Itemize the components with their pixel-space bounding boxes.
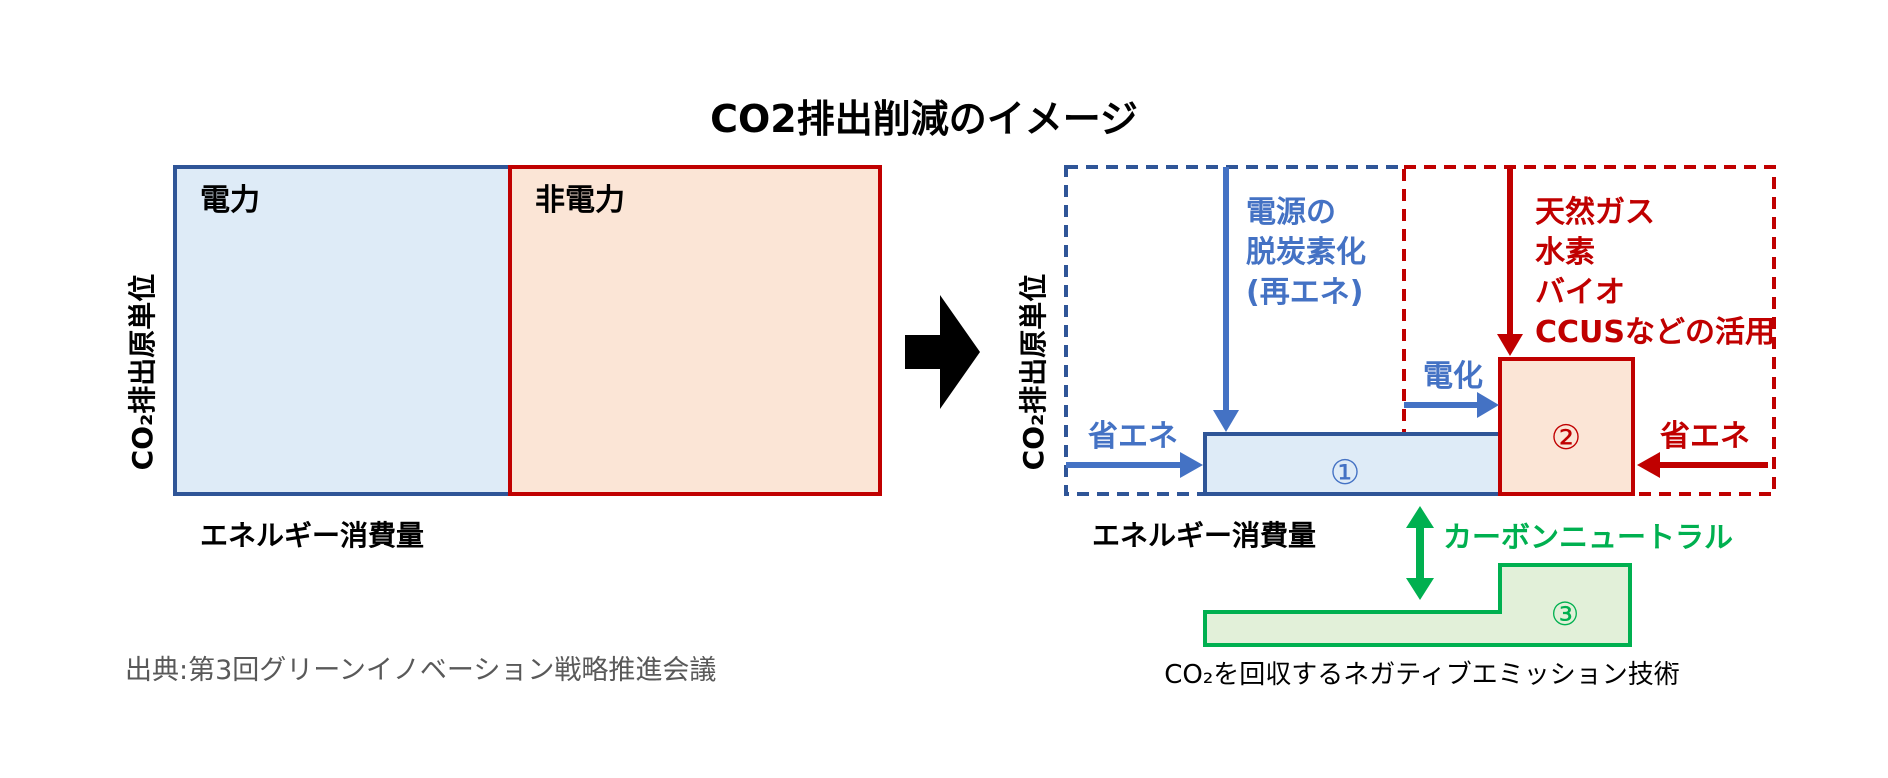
non-power-line-2: 水素 [1535,235,1595,270]
carbon-neutral-arrow-up-icon [1406,506,1434,528]
non-electric-block [508,165,882,496]
power-decarb-line-1: 電源の [1246,195,1336,230]
source-citation: 出典:第3回グリーンイノベーション戦略推進会議 [125,655,716,686]
power-decarb-line-2: 脱炭素化 [1246,235,1366,270]
marker-1: ① [1330,453,1360,493]
carbon-neutral-label: カーボンニュートラル [1443,520,1733,554]
left-y-axis-label: CO₂排出原単位 [126,274,159,471]
diagram-title: CO2排出削減のイメージ [710,97,1138,141]
negative-emission-label: CO₂を回収するネガティブエミッション技術 [1164,660,1679,690]
electric-block [173,165,512,496]
power-decarb-arrow-icon [1213,410,1239,432]
left-diagram: 電力 非電力 CO₂排出原単位 エネルギー消費量 [126,165,882,552]
power-decarb-line-3: (再エネ) [1246,275,1363,310]
right-y-axis-label: CO₂排出原単位 [1017,274,1050,471]
non-power-line-4: CCUSなどの活用 [1535,315,1775,350]
electrify-label: 電化 [1423,359,1483,394]
non-power-line-3: バイオ [1535,275,1625,310]
right-x-axis-label: エネルギー消費量 [1092,519,1316,552]
energy-saving-left-label: 省エネ [1088,419,1178,454]
non-electric-label: 非電力 [535,183,625,218]
non-power-arrow-icon [1497,334,1523,356]
marker-3: ③ [1551,595,1580,633]
left-x-axis-label: エネルギー消費量 [200,519,424,552]
reduced-power-block [1203,432,1502,496]
energy-saving-right-label: 省エネ [1660,419,1750,454]
energy-saving-left-arrow-icon [1180,452,1203,478]
marker-2: ② [1551,418,1581,458]
right-diagram: ① ② 電源の 脱炭素化 (再エネ) 天然ガス 水素 バイオ CCUSなどの活用… [1017,165,1776,690]
reduced-non-power-block [1498,357,1635,496]
energy-saving-right-arrow-icon [1637,452,1660,478]
negative-emission-block [1203,563,1632,647]
non-power-line-1: 天然ガス [1535,195,1655,230]
transition-arrow-icon [905,295,980,409]
carbon-neutral-arrow-down-icon [1406,578,1434,600]
electrify-arrow-icon [1477,392,1499,418]
electric-label: 電力 [200,183,260,218]
